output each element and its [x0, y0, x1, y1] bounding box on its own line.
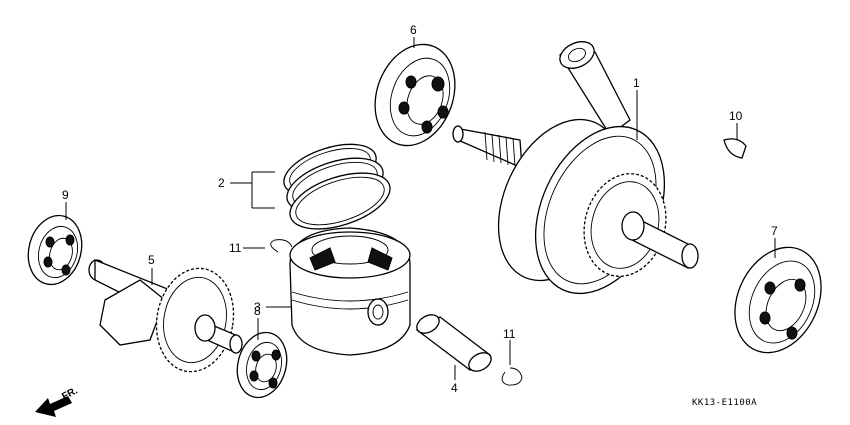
crankshaft-1 [452, 41, 699, 295]
callout-8: 8 [254, 304, 261, 318]
callout-4: 4 [451, 381, 458, 395]
callout-6: 6 [410, 23, 417, 37]
callout-10: 10 [729, 109, 743, 123]
piston-pin-4 [415, 314, 492, 372]
bearing-9 [27, 214, 83, 286]
balancer-shaft-5 [88, 259, 243, 373]
piston-3 [289, 227, 411, 356]
piston-pin-clip-11-lower [501, 367, 523, 386]
callout-11-lower: 11 [503, 327, 516, 341]
piston-ring-set-2 [283, 143, 391, 230]
leader-lines [65, 37, 776, 380]
callout-3: 3 [254, 300, 261, 314]
callout-5: 5 [148, 253, 155, 267]
callout-9: 9 [62, 188, 69, 202]
bearing-6 [374, 43, 456, 147]
piston-pin-clip-11-upper [270, 239, 293, 253]
woodruff-key-10 [723, 138, 747, 159]
diagram-code: KK13-E1100A [692, 398, 757, 408]
bearing-7 [734, 246, 822, 354]
front-direction-label: FR. [60, 385, 80, 402]
callout-11-upper: 11 [229, 241, 242, 255]
front-direction-arrow-icon [35, 396, 72, 417]
callout-7: 7 [771, 224, 778, 238]
callout-2: 2 [218, 176, 225, 190]
callout-1: 1 [633, 76, 640, 90]
bearing-8 [236, 331, 288, 399]
